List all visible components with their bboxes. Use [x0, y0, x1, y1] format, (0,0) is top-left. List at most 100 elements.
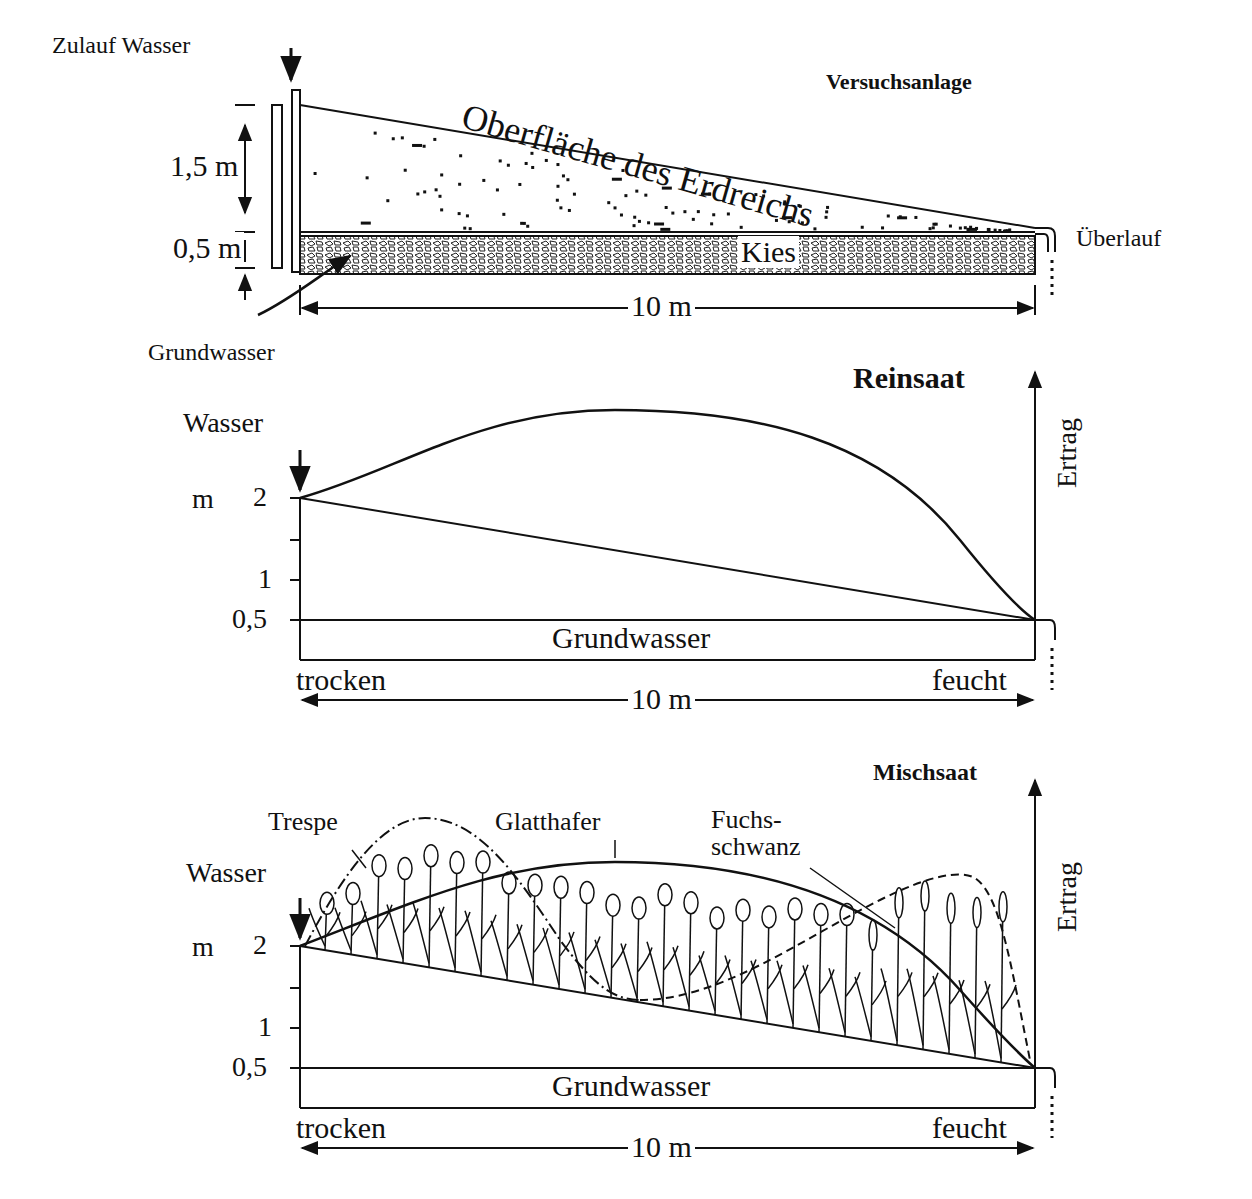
grass-plant [933, 893, 964, 1053]
diagram-label: 1 [258, 1012, 272, 1041]
soil-dot [566, 178, 569, 181]
grass-plant [985, 892, 1016, 1063]
soil-dot [881, 226, 884, 229]
diagram-label: 2 [253, 482, 267, 511]
grass-plant [699, 907, 730, 1015]
diagram-label: 10 m [628, 1131, 695, 1163]
axis-label: Ertrag [1052, 418, 1081, 488]
soil-dot [633, 224, 636, 227]
axis-label: Ertrag [1052, 862, 1081, 932]
soil-dot [459, 154, 462, 157]
soil-dot [499, 159, 502, 162]
panel-heading: Reinsaat [853, 362, 965, 394]
soil-dot [518, 183, 521, 186]
soil-dot [556, 185, 559, 188]
soil-dot [314, 172, 317, 175]
soil-dot [361, 222, 371, 225]
diagram-label: 10 m [628, 683, 695, 715]
panel-heading: Versuchsanlage [826, 70, 972, 93]
soil-dot [897, 216, 907, 219]
soil-dot [813, 227, 816, 230]
soil-dot [932, 226, 935, 229]
soil-dot [914, 216, 917, 219]
soil-dot [423, 145, 426, 148]
grass-plant [335, 883, 366, 955]
soil-dot [825, 210, 828, 213]
diagram-label: 0,5 [232, 1052, 267, 1081]
soil-dot [556, 199, 559, 202]
soil-dot [520, 222, 523, 225]
soil-dot [469, 227, 472, 230]
diagram-label: Glatthafer [492, 808, 603, 835]
soil-dot [614, 206, 617, 209]
soil-dot [887, 214, 890, 217]
diagram-label: Wasser [183, 408, 263, 437]
soil-dot [507, 164, 510, 167]
diagram-label: Wasser [186, 858, 266, 887]
soil-dot [638, 220, 641, 223]
diagram-label: 2 [253, 930, 267, 959]
soil-dot [559, 206, 562, 209]
soil-dot [525, 162, 528, 165]
grass-plant [959, 897, 990, 1058]
diagram-label: Trespe [265, 808, 341, 835]
soil-dot [416, 192, 419, 195]
soil-dot [458, 183, 461, 186]
soil-dot [987, 228, 990, 231]
grass-plant [621, 897, 652, 1002]
grass-plant [829, 904, 860, 1037]
grass-plant [803, 904, 834, 1033]
soil-dot [949, 225, 952, 228]
panel-heading: Mischsaat [873, 760, 977, 785]
soil-dot [647, 221, 650, 224]
grass-plant [777, 898, 808, 1028]
soil-dot [392, 137, 395, 140]
soil-dot [440, 173, 443, 176]
soil-dot [967, 228, 977, 231]
soil-dot [438, 195, 441, 198]
soil-dot [607, 201, 610, 204]
soil-dot [496, 188, 499, 191]
diagram-label: Oberfläche des Erdreichs [458, 98, 818, 235]
grass-plant [881, 888, 912, 1045]
soil-dot [1006, 229, 1009, 232]
grass-plant [413, 845, 444, 968]
soil-dot [366, 176, 369, 179]
diagram-label: 0,5 [232, 604, 267, 633]
diagram-label: Grundwasser [552, 1070, 710, 1102]
diagram-label: 10 m [628, 290, 695, 322]
grass-plant [725, 899, 756, 1019]
diagram-label: m [192, 932, 214, 961]
soil-dot [660, 228, 670, 231]
diagram-label: m [192, 484, 214, 513]
soil-dot [861, 226, 864, 229]
soil-dot [998, 229, 1001, 232]
soil-dot [929, 227, 932, 230]
soil-dot [683, 210, 686, 213]
soil-dot [374, 132, 377, 135]
grass-plant [647, 884, 678, 1006]
diagram-label: Zulauf Wasser [52, 33, 190, 58]
soil-dot [654, 222, 664, 225]
soil-dot [665, 206, 668, 209]
soil-dot [620, 213, 623, 216]
grass-plant [465, 851, 496, 976]
soil-dot [562, 174, 565, 177]
soil-dot [712, 213, 715, 216]
soil-dot [526, 225, 529, 228]
soil-dot [386, 199, 389, 202]
soil-dot [964, 226, 967, 229]
soil-dot [826, 206, 829, 209]
diagram-label: trocken [296, 664, 386, 696]
soil-dot [568, 209, 571, 212]
soil-dot [404, 169, 407, 172]
soil-dot [463, 227, 466, 230]
diagram-label: Grundwasser [148, 340, 275, 365]
soil-dot [710, 222, 713, 225]
soil-dot [633, 216, 636, 219]
diagram-label: 0,5 m [170, 232, 244, 264]
soil-dot [644, 194, 647, 197]
soil-dot [435, 188, 438, 191]
diagram-label: feucht [932, 1112, 1007, 1144]
